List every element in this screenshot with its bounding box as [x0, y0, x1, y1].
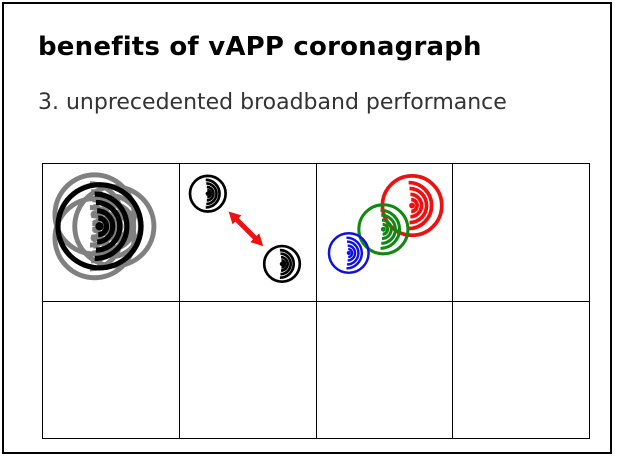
arrow-head-end: [250, 233, 263, 247]
grid-cell-5: [43, 301, 180, 439]
psf-core-dot: [408, 202, 415, 209]
psf-arc-3: [280, 255, 289, 272]
psf-arc-4: [280, 259, 287, 269]
psf-chromatic-illustration: [327, 174, 444, 275]
comparison-grid: [42, 163, 590, 439]
psf-arc-3: [409, 192, 423, 219]
psf-arc-3: [96, 208, 116, 245]
psf-arc-1: [94, 191, 130, 262]
psf-core-dot: [90, 234, 99, 243]
grid-cell-8: [453, 301, 590, 439]
psf-arc-4: [97, 215, 110, 238]
psf-arc-2: [205, 182, 218, 206]
grid-cell-3: [316, 164, 454, 302]
psf-overlap-illustration: [52, 172, 157, 281]
arrow-shaft: [233, 216, 258, 241]
psf-core-dot: [380, 226, 386, 232]
psf-arc-2: [280, 252, 292, 276]
psf-arc-1: [205, 178, 221, 209]
psf-separation-illustration: [188, 174, 301, 284]
psf-core-dot: [346, 251, 351, 255]
black-psf-icon-lower: [262, 244, 301, 284]
grid-cell-7: [316, 301, 454, 439]
slide-subtitle: 3. unprecedented broadband performance: [38, 90, 507, 115]
black-psf-icon-upper: [188, 174, 227, 213]
slide: benefits of vAPP coronagraph 3. unpreced…: [2, 2, 612, 454]
grid-cell-6: [179, 301, 317, 439]
red-psf-icon: [380, 174, 444, 238]
psf-arc-1: [279, 248, 295, 280]
psf-outer-ring: [327, 232, 370, 275]
black-psf-icon: [55, 182, 144, 271]
grid-cell-4: [453, 164, 590, 302]
psf-arc-2: [95, 199, 123, 253]
psf-outer-ring: [188, 174, 227, 213]
psf-arc-2: [346, 240, 360, 266]
grid-cell-1: [43, 164, 180, 302]
psf-arc-3: [347, 244, 356, 262]
arrow-head-start: [228, 211, 242, 225]
psf-arc-4: [93, 227, 104, 249]
psf-arc-1: [408, 180, 433, 231]
psf-arc-1: [345, 236, 363, 270]
psf-arc-4: [347, 247, 353, 259]
psf-arc-2: [408, 186, 428, 225]
psf-outer-ring: [356, 203, 409, 256]
psf-core-dot: [205, 191, 210, 196]
psf-outer-ring: [262, 244, 301, 284]
psf-arc-4: [410, 197, 419, 214]
psf-arc-4: [206, 188, 212, 199]
psf-outer-ring: [52, 196, 137, 281]
psf-arc-3: [206, 185, 215, 202]
red-double-arrow: [228, 211, 263, 247]
psf-core-dot: [279, 261, 284, 267]
slide-title: benefits of vAPP coronagraph: [38, 32, 482, 62]
blue-psf-icon: [327, 232, 370, 275]
psf-core-dot: [95, 222, 104, 231]
grid-cell-2: [179, 164, 317, 302]
psf-outer-ring: [55, 182, 144, 271]
